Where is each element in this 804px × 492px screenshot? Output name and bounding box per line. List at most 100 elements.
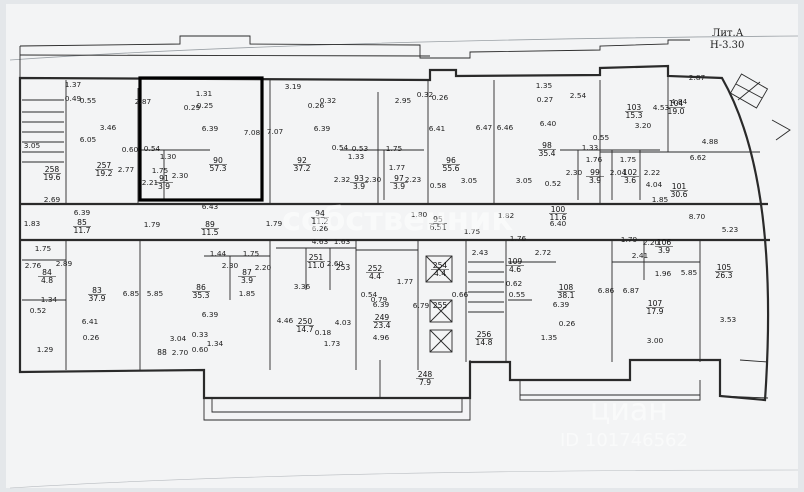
- room-area: 3.9: [589, 176, 601, 185]
- room-95[interactable]: 956.51: [429, 215, 447, 232]
- dimension-label: 6.47: [476, 123, 493, 132]
- room-number: 83: [92, 286, 102, 295]
- room-number: 257: [97, 161, 112, 170]
- dimension-label: 3.04: [170, 334, 187, 343]
- room-area: 19.6: [44, 173, 61, 182]
- room-number: 90: [213, 156, 223, 165]
- dimension-label: 0.52: [545, 179, 561, 188]
- room-97[interactable]: 973.9: [390, 174, 408, 191]
- watermark-cian: циан: [590, 393, 668, 428]
- room-area: 11.2: [312, 217, 329, 226]
- dimension-label: 6.41: [82, 317, 99, 326]
- dimension-label: 0.26: [83, 333, 100, 342]
- room-number: 95: [433, 215, 443, 224]
- dimension-label: 0.60: [122, 145, 139, 154]
- dimension-label: 2.87: [689, 73, 706, 82]
- dimension-label: 1.85: [239, 289, 256, 298]
- dimension-label: 5.85: [147, 289, 164, 298]
- dimension-label: 6.39: [202, 310, 219, 319]
- dimension-label: 1.35: [541, 333, 558, 342]
- room-area: 37.9: [89, 294, 106, 303]
- dimension-label: 1.44: [210, 249, 227, 258]
- room-area: 19.2: [96, 169, 113, 178]
- room-253[interactable]: 253: [336, 263, 351, 272]
- dimension-label: 6.86: [598, 286, 615, 295]
- room-87[interactable]: 873.9: [238, 268, 256, 285]
- dimension-label: 2.23: [405, 175, 422, 184]
- dimension-label: 0.32: [417, 90, 433, 99]
- room-99[interactable]: 993.9: [586, 168, 604, 185]
- dimension-label: 0.62: [506, 279, 522, 288]
- dimension-label: 2.22: [644, 168, 660, 177]
- room-number: 102: [623, 168, 638, 177]
- dimension-label: 2.87: [135, 97, 152, 106]
- room-number: 87: [242, 268, 252, 277]
- room-number: 101: [672, 182, 687, 191]
- room-88[interactable]: 88: [157, 348, 167, 357]
- room-number: 248: [418, 370, 433, 379]
- dimension-label: 5.23: [722, 225, 739, 234]
- room-255[interactable]: 255: [433, 301, 448, 310]
- room-area: 30.6: [671, 190, 688, 199]
- dimension-label: 7.08: [244, 128, 261, 137]
- room-number: 252: [368, 264, 383, 273]
- dimension-label: 2.20: [643, 238, 660, 247]
- room-93[interactable]: 933.9: [350, 174, 368, 191]
- dimension-label: 0.52: [30, 306, 46, 315]
- room-84[interactable]: 844.8: [38, 268, 56, 285]
- dimension-label: 6.41: [429, 124, 446, 133]
- dimension-label: 3.46: [100, 123, 117, 132]
- dimension-label: 6.05: [80, 135, 97, 144]
- dimension-label: 4.96: [373, 333, 390, 342]
- room-area: 11.5: [202, 228, 219, 237]
- dimension-label: 1.75: [35, 244, 52, 253]
- room-area: 23.4: [374, 321, 391, 330]
- dimension-label: 0.66: [452, 290, 469, 299]
- dimension-label: 6.39: [202, 124, 219, 133]
- dimension-label: 0.27: [537, 95, 554, 104]
- dimension-label: 2.41: [632, 251, 649, 260]
- dimension-label: 2.77: [118, 165, 135, 174]
- room-area: 7.9: [419, 378, 431, 387]
- dimension-label: 0.26: [559, 319, 576, 328]
- room-91[interactable]: 913.9: [155, 174, 173, 191]
- room-area: 14.8: [476, 338, 493, 347]
- room-area: 38.1: [558, 291, 575, 300]
- room-area: 3.9: [158, 182, 170, 191]
- dimension-label: 6.26: [312, 224, 329, 233]
- dimension-label: 1.63: [334, 237, 351, 246]
- room-number: 258: [45, 165, 60, 174]
- highlighted-room-outline[interactable]: [138, 76, 264, 202]
- room-number: 84: [42, 268, 52, 277]
